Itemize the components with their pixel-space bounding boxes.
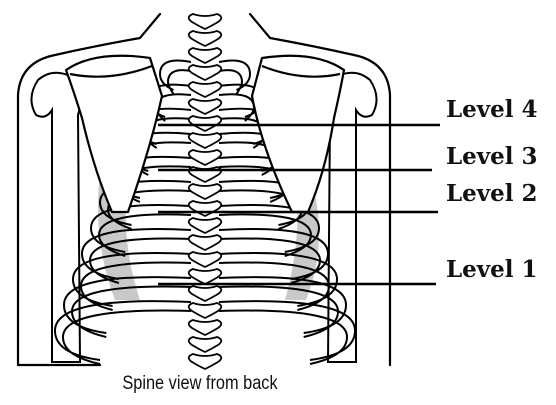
- vertebra: [189, 184, 222, 199]
- vertebra: [189, 252, 222, 267]
- vertebra: [189, 269, 222, 284]
- rib: [82, 229, 191, 283]
- vertebra: [189, 14, 222, 29]
- vertebra: [189, 201, 222, 216]
- rib: [219, 61, 250, 94]
- diagram-caption: Spine view from back: [28, 373, 372, 395]
- vertebra: [189, 286, 222, 301]
- level3-label: Level 3: [446, 143, 538, 170]
- vertebra: [189, 133, 222, 148]
- rib: [160, 61, 191, 94]
- vertebra: [189, 320, 222, 335]
- vertebra: [189, 82, 222, 97]
- vertebra: [189, 48, 222, 63]
- vertebra: [189, 218, 222, 233]
- level1-label: Level 1: [446, 256, 538, 283]
- vertebra: [189, 116, 222, 131]
- vertebra: [189, 150, 222, 165]
- left-scapula: [66, 56, 162, 212]
- level4-label: Level 4: [446, 96, 538, 123]
- vertebra: [189, 303, 222, 318]
- level2-label: Level 2: [446, 180, 538, 207]
- vertebra: [189, 99, 222, 114]
- vertebra: [189, 235, 222, 250]
- vertebral-column: [189, 14, 222, 369]
- vertebra: [189, 354, 222, 369]
- vertebra: [189, 337, 222, 352]
- vertebra: [189, 65, 222, 80]
- vertebra: [189, 31, 222, 46]
